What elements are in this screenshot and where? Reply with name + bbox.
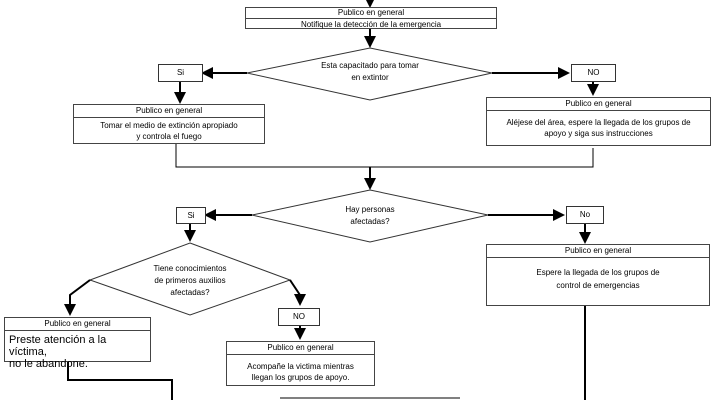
wait-groups-box-text: Espere la llegada de los grupos de contr… xyxy=(487,258,709,294)
leave-area-box: Publico en general Aléjese del área, esp… xyxy=(486,97,711,146)
extinguish-box-text: Tomar el medio de extinción apropiado y … xyxy=(74,118,264,144)
assist-victim-box-text: Preste atención a la víctima, no le aban… xyxy=(5,331,150,373)
accompany-victim-box: Publico en general Acompañe la victima m… xyxy=(226,341,375,386)
decision-affected-yes: Si xyxy=(176,207,206,224)
decision-first-aid-text: Tiene conocimientos de primeros auxilios… xyxy=(130,263,250,299)
leave-area-box-header: Publico en general xyxy=(487,98,710,111)
extinguish-box-line2: y controla el fuego xyxy=(136,132,202,141)
accompany-victim-box-header: Publico en general xyxy=(227,342,374,355)
decision-extinguisher-text: Esta capacitado para tomar en extintor xyxy=(300,60,440,84)
decision-extinguisher-line1: Esta capacitado para tomar xyxy=(321,61,419,70)
decision-extinguisher-line2: en extintor xyxy=(351,73,389,82)
assist-victim-box-header: Publico en general xyxy=(5,318,150,331)
notify-box-text: Notifique la detección de la emergencia xyxy=(300,20,442,29)
leave-area-box-line1: Aléjese del área, espere la llegada de l… xyxy=(506,118,691,127)
leave-area-box-line2: apoyo y siga sus instrucciones xyxy=(544,129,653,138)
decision-extinguisher-yes: Si xyxy=(158,64,203,82)
notify-box: Publico en general Notifique la detecció… xyxy=(245,7,497,29)
decision-extinguisher-no: NO xyxy=(571,64,616,82)
notify-box-header: Publico en general xyxy=(246,8,496,19)
decision-first-aid-no: NO xyxy=(278,308,320,326)
extinguish-box-line1: Tomar el medio de extinción apropiado xyxy=(100,121,238,130)
decision-first-aid-line1: Tiene conocimientos xyxy=(153,264,227,273)
decision-first-aid-line3: afectadas? xyxy=(170,288,210,297)
accompany-victim-box-line1: Acompañe la victima mientras xyxy=(247,362,354,371)
wait-groups-box-line2: control de emergencias xyxy=(556,281,640,290)
decision-affected-text: Hay personas afectadas? xyxy=(320,204,420,228)
accompany-victim-box-line2: llegan los grupos de apoyo. xyxy=(251,373,350,382)
decision-diamond-first-aid xyxy=(88,242,292,316)
wait-groups-box-header: Publico en general xyxy=(487,245,709,258)
assist-victim-box-line1: Preste atención a la víctima, xyxy=(9,334,107,358)
decision-affected-no: No xyxy=(566,206,604,224)
decision-diamond-extinguisher xyxy=(246,47,493,101)
assist-victim-box-line2: no le abandone. xyxy=(9,358,88,370)
accompany-victim-box-text: Acompañe la victima mientras llegan los … xyxy=(227,355,374,385)
extinguish-box-header: Publico en general xyxy=(74,105,264,118)
wait-groups-box-line1: Espere la llegada de los grupos de xyxy=(536,268,660,277)
decision-diamond-affected xyxy=(251,189,489,243)
decision-first-aid-line2: de primeros auxilios xyxy=(154,276,226,285)
extinguish-box: Publico en general Tomar el medio de ext… xyxy=(73,104,265,144)
wait-groups-box: Publico en general Espere la llegada de … xyxy=(486,244,710,306)
decision-affected-line1: Hay personas xyxy=(345,205,395,214)
decision-affected-line2: afectadas? xyxy=(350,217,390,226)
leave-area-box-text: Aléjese del área, espere la llegada de l… xyxy=(487,111,710,141)
assist-victim-box: Publico en general Preste atención a la … xyxy=(4,317,151,370)
